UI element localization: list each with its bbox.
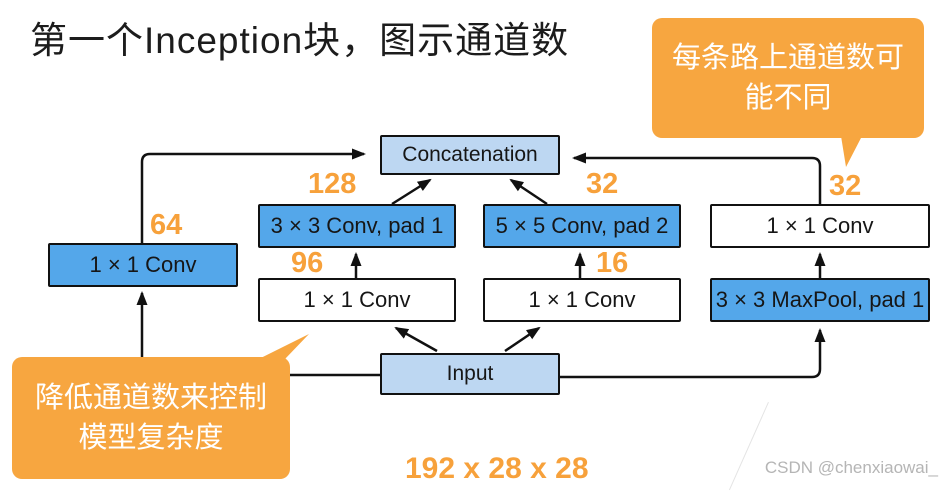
channel-label-64: 64 <box>150 209 183 241</box>
callout-reduce-channels: 降低通道数来控制 模型复杂度 <box>12 357 290 479</box>
wire-conv5x5-to-concat <box>509 178 548 206</box>
node-conv1x1-mid-left: 1 × 1 Conv <box>258 278 456 322</box>
input-shape-caption: 192 x 28 x 28 <box>405 452 589 485</box>
callout-line: 每条路上通道数可 <box>671 41 904 74</box>
wire-conv3x3-to-concat <box>391 178 432 206</box>
callout-line: 能不同 <box>744 82 832 114</box>
channel-label-96: 96 <box>291 247 324 279</box>
wire-right-to-concat <box>572 152 822 204</box>
node-input: Input <box>380 353 560 395</box>
node-concatenation: Concatenation <box>380 135 560 175</box>
channel-label-128: 128 <box>308 168 357 200</box>
node-conv1x1-right: 1 × 1 Conv <box>710 204 930 248</box>
wire-left-to-concat <box>140 148 366 243</box>
slide-title: 第一个Inception块，图示通道数 <box>30 20 570 61</box>
node-conv1x1-mid-right: 1 × 1 Conv <box>483 278 681 322</box>
watermark-text: CSDN @chenxiaowai_ <box>764 458 938 477</box>
channel-label-32-mid: 32 <box>586 168 619 200</box>
callout-line: 模型复杂度 <box>78 422 224 454</box>
channel-label-32-right: 32 <box>829 170 862 202</box>
callout-tail-down <box>841 136 862 167</box>
node-conv5x5: 5 × 5 Conv, pad 2 <box>483 204 681 248</box>
wire-input-to-mid-right <box>504 326 541 353</box>
node-conv1x1-left: 1 × 1 Conv <box>48 243 238 287</box>
node-maxpool: 3 × 3 MaxPool, pad 1 <box>710 278 930 322</box>
callout-channels-may-differ: 每条路上通道数可 能不同 <box>652 18 924 138</box>
wire-input-to-mid-left <box>394 326 438 353</box>
wire-input-right <box>560 328 826 379</box>
callout-line: 降低通道数来控制 <box>34 381 267 414</box>
node-conv3x3: 3 × 3 Conv, pad 1 <box>258 204 456 248</box>
channel-label-16: 16 <box>596 247 629 279</box>
